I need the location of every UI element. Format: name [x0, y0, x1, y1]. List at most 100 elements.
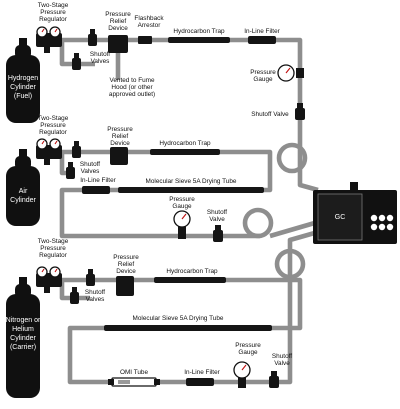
hydrogen-flashback-arrestor: Flashback Arrestor [134, 15, 164, 44]
carrier-cylinder-line3: Cylinder [10, 335, 36, 342]
carrier-drying-tube: Molecular Sieve 5A Drying Tube [104, 315, 272, 331]
carrier-drying-tube-label: Molecular Sieve 5A Drying Tube [133, 315, 224, 322]
air-relief-line1: Pressure [107, 126, 133, 133]
carrier-cylinder: Nitrogen or Helium Cylinder (Carrier) [6, 277, 41, 398]
hydrogen-relief-device: Pressure Relief Device [105, 11, 131, 53]
air-relief-device: Pressure Relief Device [107, 126, 133, 165]
hydrogen-pressure-gauge: Pressure Gauge [250, 64, 304, 83]
carrier-cylinder-line4: (Carrier) [10, 344, 36, 351]
hydrogen-shutoff-valves-line1: Shutoff [90, 51, 110, 58]
carrier-relief-line2: Relief [118, 261, 135, 268]
hydrogen-cylinder-line3: (Fuel) [14, 93, 32, 100]
carrier-regulator-line1: Two-Stage [38, 238, 69, 245]
carrier-omi-tube-label: OMI Tube [120, 369, 149, 376]
air-regulator-line1: Two-Stage [38, 115, 69, 122]
vent-note-line2: Hood (or other [111, 84, 153, 91]
hydrogen-shutoff-valves[interactable]: Shutoff Valves [72, 29, 110, 70]
carrier-valve-branch [59, 280, 90, 301]
carrier-relief-line1: Pressure [113, 254, 139, 261]
hydrogen-relief-line2: Relief [110, 18, 127, 25]
gas-lines [59, 37, 319, 385]
air-gauge-line2: Gauge [172, 203, 192, 210]
hydrogen-filter-label: In-Line Filter [244, 28, 280, 35]
carrier-shutoff-valves[interactable]: Shutoff Valves [70, 269, 105, 304]
carrier-omi-tube: OMI Tube [108, 369, 160, 387]
gc-buttons [370, 214, 394, 231]
air-regulator-line3: Regulator [39, 129, 68, 136]
air-line: Air Cylinder Two-Stage Pressure Regulato… [6, 115, 264, 242]
air-shutoff-valve-line2: Valve [209, 216, 225, 223]
hydrogen-cylinder-line2: Cylinder [10, 84, 36, 91]
hydrogen-inline-filter: In-Line Filter [244, 28, 281, 44]
hydrogen-relief-line3: Device [108, 25, 128, 32]
carrier-regulator-line2: Pressure [40, 245, 66, 252]
carrier-regulator-line3: Regulator [39, 252, 68, 259]
air-drying-tube: Molecular Sieve 5A Drying Tube [118, 178, 264, 193]
air-pressure-gauge: Pressure Gauge [169, 196, 195, 239]
air-relief-line2: Relief [112, 133, 129, 140]
gc-instrument: GC [313, 182, 397, 244]
carrier-coil [274, 248, 306, 280]
hydrogen-regulator-line2: Pressure [40, 9, 66, 16]
air-cylinder: Air Cylinder [6, 149, 40, 226]
carrier-pressure-gauge: Pressure Gauge [233, 342, 261, 388]
air-shutoff-valves-line1: Shutoff [80, 161, 100, 168]
air-shutoff-valves[interactable]: Shutoff Valves [66, 141, 100, 179]
air-shutoff-valve[interactable]: Shutoff Valve [207, 209, 227, 242]
hydrogen-regulator: Two-Stage Pressure Regulator [36, 2, 69, 53]
hydrogen-coil [276, 142, 308, 174]
hydrogen-cylinder-line1: Hydrogen [8, 75, 38, 82]
carrier-gauge-line1: Pressure [235, 342, 261, 349]
air-shutoff-valves-line2: Valves [81, 168, 100, 175]
carrier-regulator: Two-Stage Pressure Regulator [36, 238, 69, 293]
flashback-line1: Flashback [134, 15, 164, 22]
gc-label: GC [335, 214, 346, 221]
air-coil [242, 207, 274, 239]
vent-note-line1: Vented to Fume [109, 77, 155, 84]
air-relief-line3: Device [110, 140, 130, 147]
air-regulator-line2: Pressure [40, 122, 66, 129]
carrier-shutoff-valve-line1: Shutoff [272, 353, 292, 360]
hydrogen-gauge-line2: Gauge [253, 76, 273, 83]
carrier-line: Nitrogen or Helium Cylinder (Carrier) Tw… [6, 238, 292, 398]
vent-note-line3: approved outlet) [109, 91, 155, 98]
flashback-line2: Arrestor [138, 22, 162, 29]
hydrogen-regulator-line3: Regulator [39, 16, 68, 23]
carrier-shutoff-valve[interactable]: Shutoff Valve [269, 353, 292, 388]
air-shutoff-valve-line1: Shutoff [207, 209, 227, 216]
hydrogen-line: Hydrogen Cylinder (Fuel) Two-Stage Press… [6, 2, 305, 123]
air-filter-label: In-Line Filter [80, 177, 116, 184]
carrier-inline-filter: In-Line Filter [184, 369, 221, 386]
carrier-cylinder-line1: Nitrogen or [6, 317, 41, 324]
air-to-gc [269, 219, 319, 239]
carrier-gauge-line2: Gauge [238, 349, 258, 356]
carrier-relief-device: Pressure Relief Device [113, 254, 139, 296]
hydrogen-trap-label: Hydrocarbon Trap [173, 28, 225, 35]
air-cylinder-line1: Air [19, 188, 28, 195]
hydrogen-shutoff-valves-line2: Valves [91, 58, 110, 65]
air-inline-filter: In-Line Filter [80, 177, 117, 194]
air-trap-label: Hydrocarbon Trap [159, 140, 211, 147]
hydrogen-cylinder: Hydrogen Cylinder (Fuel) [6, 38, 40, 123]
carrier-shutoff-valves-line2: Valves [86, 296, 105, 303]
carrier-hydrocarbon-trap: Hydrocarbon Trap [154, 268, 226, 283]
hydrogen-valve-branch [59, 40, 95, 67]
hydrogen-gauge-line1: Pressure [250, 69, 276, 76]
hydrogen-relief-line1: Pressure [105, 11, 131, 18]
carrier-filter-label: In-Line Filter [184, 369, 220, 376]
air-drying-tube-label: Molecular Sieve 5A Drying Tube [146, 178, 237, 185]
hydrogen-shutoff-valve[interactable]: Shutoff Valve [251, 103, 305, 120]
air-gauge-line1: Pressure [169, 196, 195, 203]
carrier-cylinder-line2: Helium [12, 326, 34, 333]
hydrogen-shutoff-valve-label: Shutoff Valve [251, 111, 289, 118]
carrier-shutoff-valve-line2: Valve [274, 360, 290, 367]
air-hydrocarbon-trap: Hydrocarbon Trap [150, 140, 220, 155]
hydrogen-hydrocarbon-trap: Hydrocarbon Trap [168, 28, 230, 43]
carrier-shutoff-valves-line1: Shutoff [85, 289, 105, 296]
carrier-relief-line3: Device [116, 268, 136, 275]
hydrogen-regulator-line1: Two-Stage [38, 2, 69, 9]
vent-note: Vented to Fume Hood (or other approved o… [109, 77, 155, 98]
carrier-trap-label: Hydrocarbon Trap [166, 268, 218, 275]
carrier-pipe [62, 229, 319, 385]
